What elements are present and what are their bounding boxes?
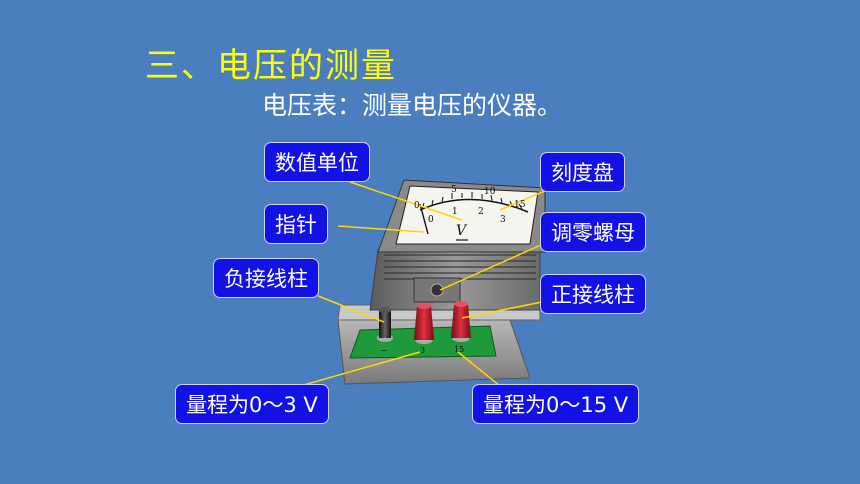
positive-terminal-3 [414,303,434,344]
label-unit: 数值单位 [264,142,370,182]
page-title: 三、电压的测量 [145,46,397,86]
label-zero-adjust: 调零螺母 [540,212,646,252]
label-negative-terminal: 负接线柱 [213,258,319,298]
scale-outer-10: 10 [484,187,496,197]
dial-face [395,185,539,245]
scale-arc [419,198,529,213]
scale-outer-0: 0 [414,201,420,211]
leader-lines [299,181,553,387]
meter-needle [419,203,429,235]
negative-terminal [377,307,393,342]
scale-ticks [421,192,523,210]
terminal-mark-3: 3 [420,346,425,355]
scale-inner-2: 2 [478,207,484,217]
label-range-15v: 量程为0～15 V [472,384,640,424]
label-range-3v: 量程为0～3 V [175,384,329,424]
terminal-mark-negative: − [380,346,387,355]
label-needle: 指针 [264,204,328,244]
terminal-mark-15: 15 [454,345,464,354]
label-positive-terminal: 正接线柱 [540,274,646,314]
scale-inner-0: 0 [428,215,434,225]
unit-symbol: V [456,223,468,239]
scale-outer-5: 5 [451,185,457,195]
scale-outer-15: 15 [514,200,526,210]
scale-inner-3: 3 [500,215,506,225]
positive-terminal-15 [451,301,471,342]
label-dial: 刻度盘 [540,152,625,192]
scale-inner-1: 1 [452,207,458,217]
meter-ribs [384,254,536,280]
page-subtitle: 电压表：测量电压的仪器。 [262,91,563,120]
zero-adjust-screw [430,283,444,297]
